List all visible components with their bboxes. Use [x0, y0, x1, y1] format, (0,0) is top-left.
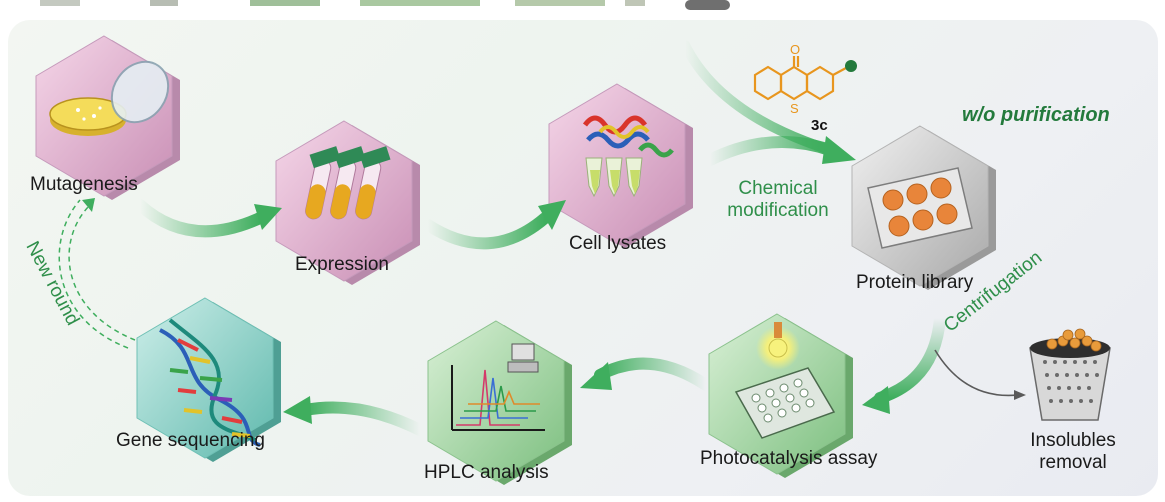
hplc-tile: [427, 320, 572, 485]
protein-library-tile: [851, 125, 996, 290]
arrow-mutagenesis-expression: [134, 199, 282, 238]
hplc-label: HPLC analysis: [424, 462, 549, 483]
arrow-hplc-gene: [283, 396, 426, 436]
compound-label: 3c: [811, 117, 828, 134]
eppendorf-tubes-icon: [585, 157, 643, 198]
arrow-centrifugation: [934, 349, 1026, 400]
chemical-modification-line2: modification: [727, 200, 829, 221]
photocatalysis-label: Photocatalysis assay: [700, 448, 878, 469]
cell-lysates-label: Cell lysates: [569, 233, 667, 254]
protein-library-label: Protein library: [856, 272, 974, 293]
chromatogram-icon: [451, 365, 545, 431]
light-bulb-icon: [756, 322, 800, 370]
expression-label: Expression: [295, 254, 389, 275]
arrow-library-photocatalysis: [862, 312, 946, 414]
mutagenesis-tile: [35, 35, 180, 200]
gene-sequencing-label: Gene sequencing: [116, 430, 265, 451]
test-tubes-icon: [305, 146, 391, 220]
gene-sequencing-tile: [136, 297, 281, 462]
insolubles-line2: removal: [1039, 452, 1107, 473]
chemical-modification-line1: Chemical: [738, 178, 818, 199]
expression-tile: [275, 120, 420, 285]
oxygen-atom-label: O: [790, 42, 800, 57]
arrow-photocatalysis-hplc: [580, 357, 712, 391]
multiwell-plate-icon: [734, 367, 836, 439]
waste-bin-icon: [1029, 328, 1111, 421]
insolubles-label: Insolubles removal: [1018, 430, 1128, 474]
dna-helix-icon: [159, 318, 261, 447]
top-cropped-strip: [40, 0, 730, 10]
protein-ribbon-icon: [582, 115, 674, 158]
insolubles-line1: Insolubles: [1030, 430, 1116, 451]
chemical-modification-label: Chemical modification: [708, 178, 848, 222]
photocatalysis-tile: [708, 313, 853, 478]
purification-note: w/o purification: [962, 104, 1110, 126]
arrow-new-round: [58, 198, 136, 349]
arrow-expression-lysates: [422, 200, 566, 250]
well-plate-icon: [867, 167, 973, 249]
mutagenesis-label: Mutagenesis: [30, 174, 138, 195]
thioxanthone-structure: [753, 56, 847, 101]
petri-dish-icon: [49, 60, 170, 136]
cell-lysates-tile: [548, 83, 693, 248]
attachment-dot: [845, 60, 857, 72]
arrow-lysates-library: [680, 40, 856, 166]
computer-icon: [507, 343, 539, 373]
sulfur-atom-label: S: [790, 101, 799, 116]
